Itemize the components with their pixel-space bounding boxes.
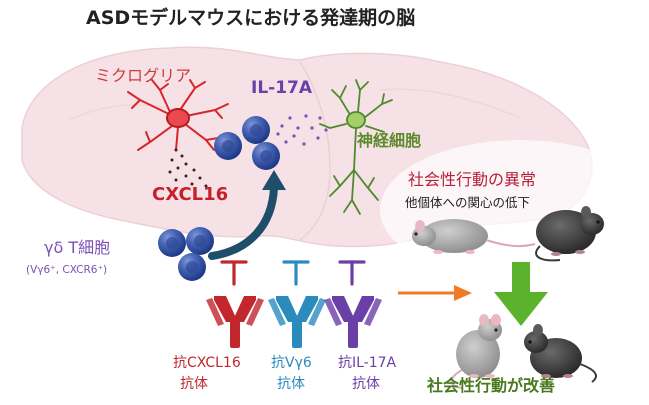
t-cell-cluster-blood — [158, 227, 214, 281]
infiltration-arrow — [208, 170, 286, 260]
inhibition-symbol-vg6 — [282, 260, 310, 286]
mouse-gray-improved — [450, 314, 502, 389]
improvement-label: 社会性行動が改善 — [427, 376, 556, 395]
antibody-il17a-icon — [324, 296, 382, 348]
neuron-cell — [319, 79, 393, 215]
microglia-cell — [127, 79, 229, 151]
antibody-cxcl16-name: 抗CXCL16 — [173, 355, 241, 371]
mouse-gray-abnormal — [412, 219, 536, 254]
mouse-black-improved — [524, 324, 597, 383]
il17a-label: IL-17A — [251, 78, 313, 98]
antibody-il17a-name: 抗IL-17A — [338, 355, 397, 371]
antibody-il17a-suffix: 抗体 — [352, 376, 380, 392]
social-abnormality-label: 社会性行動の異常 — [408, 170, 537, 189]
cxcl16-molecules — [168, 148, 208, 188]
cxcl16-label: CXCL16 — [152, 184, 229, 205]
antibody-vg6-suffix: 抗体 — [277, 376, 305, 392]
il17a-molecules — [276, 114, 328, 146]
social-detail-label: 他個体への関心の低下 — [405, 195, 531, 210]
inhibition-symbol-il17a — [338, 260, 366, 286]
neuron-label: 神経細胞 — [357, 131, 422, 150]
microglia-label: ミクログリア — [95, 66, 192, 85]
gd-t-cell-markers-label: (Vγ6⁺, CXCR6⁺) — [26, 264, 108, 276]
antibody-cxcl16-suffix: 抗体 — [180, 376, 208, 392]
treatment-arrow — [398, 285, 472, 301]
antibody-vg6-icon — [268, 296, 326, 348]
antibody-cxcl16-icon — [206, 296, 264, 348]
gd-t-cell-label: γδ T細胞 — [44, 238, 111, 257]
t-cell-cluster-brain — [214, 116, 280, 170]
antibody-vg6-name: 抗Vγ6 — [271, 355, 312, 371]
inhibition-symbol-cxcl16 — [220, 260, 248, 286]
mouse-black-abnormal — [535, 206, 604, 262]
improvement-arrow — [494, 262, 548, 326]
page-title: ASDモデルマウスにおける発達期の脳 — [86, 7, 416, 29]
